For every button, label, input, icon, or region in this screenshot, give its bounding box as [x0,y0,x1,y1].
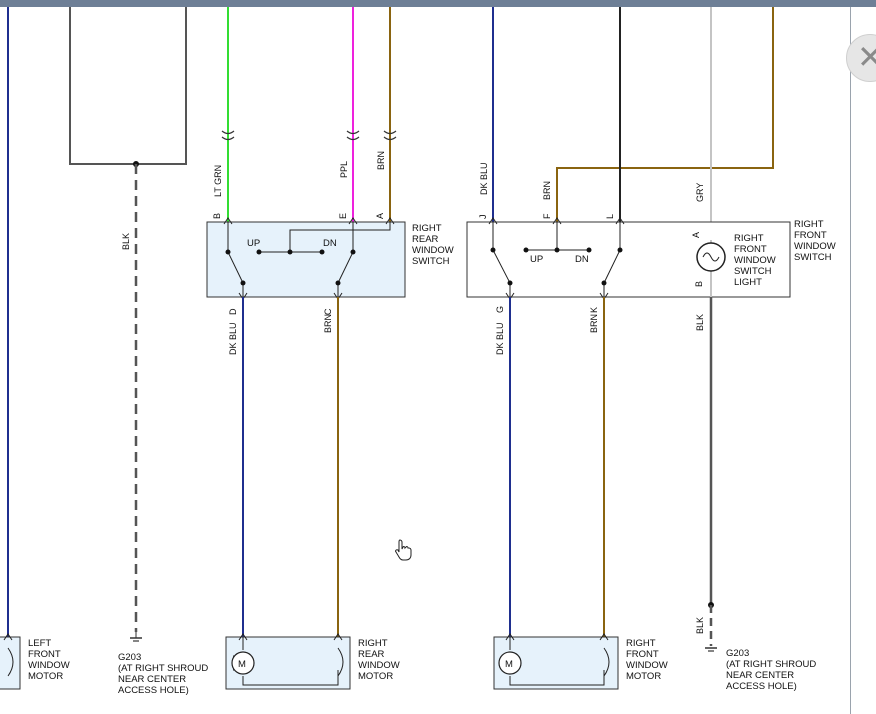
ground-label-right: G203 (AT RIGHT SHROUD NEAR CENTER ACCESS… [726,648,819,692]
wire-label-brn-front-feed: BRN [542,181,552,200]
pin-label-g: G [495,306,505,313]
connector-marks-rear-top [221,130,397,141]
ground-symbol-left [130,632,142,642]
right-rear-motor-name: RIGHT REAR WINDOW MOTOR [358,638,402,682]
right-front-motor-name: RIGHT FRONT WINDOW MOTOR [626,638,670,682]
window-top-bar [0,0,876,7]
rear-switch-dn-label: DN [323,238,337,249]
right-rear-motor-box [225,633,351,690]
wire-brn-front-feed [556,7,774,222]
left-front-motor-name: LEFT FRONT WINDOW MOTOR [28,638,72,682]
right-front-motor-m-label: M [505,659,513,670]
wire-label-dk-blu-rear: DK BLU [228,322,238,355]
pin-label-f: F [542,213,552,219]
ground-symbol-right [705,647,717,652]
rear-switch-name: RIGHT REAR WINDOW SWITCH [412,223,456,267]
front-switch-dn-label: DN [575,254,589,265]
wire-label-blk-right: BLK [695,617,705,634]
rear-window-switch-box [206,221,406,298]
pin-label-b: B [212,213,222,219]
wire-label-brn-front: BRN [589,314,599,333]
front-switch-up-label: UP [530,254,543,265]
pin-label-b-light: B [694,281,704,287]
viewer-right-border [850,7,851,714]
wire-label-brn-rear: BRN [323,314,333,333]
ground-label-left: G203 (AT RIGHT SHROUD NEAR CENTER ACCESS… [118,652,211,696]
wire-gray-loop [69,7,187,165]
pin-label-a-light: A [691,232,701,238]
rear-switch-contacts [225,249,356,286]
wire-label-brn-rear-feed: BRN [376,151,386,170]
pin-label-j: J [478,215,488,220]
hand-pointer-icon [395,539,412,561]
wire-label-lt-grn: LT GRN [213,165,223,197]
wire-label-dk-blu-front-feed: DK BLU [479,162,489,195]
pin-label-e: E [338,213,348,219]
close-icon[interactable]: ✕ [857,38,876,76]
pin-label-a: A [375,213,385,219]
left-front-motor-box [0,633,21,690]
wire-label-dk-blu-front: DK BLU [495,322,505,355]
switch-light-bulb-icon [696,240,726,297]
wire-label-gry: GRY [695,183,705,202]
pin-label-k: K [589,307,599,313]
pin-label-l: L [605,214,615,219]
front-switch-name: RIGHT FRONT WINDOW SWITCH [794,219,838,263]
pin-label-d: D [228,308,238,315]
wire-label-blk-light: BLK [695,314,705,331]
front-switch-light-name: RIGHT FRONT WINDOW SWITCH LIGHT [734,233,778,288]
pin-label-c: C [323,308,333,315]
rear-switch-up-label: UP [247,238,260,249]
front-switch-contacts [490,247,623,286]
right-front-motor-box [493,633,619,690]
wire-label-blk-left: BLK [121,233,131,250]
front-window-switch-box [466,221,791,298]
right-rear-motor-m-label: M [238,659,246,670]
wire-label-ppl: PPL [339,161,349,178]
close-button[interactable]: ✕ [846,34,876,82]
